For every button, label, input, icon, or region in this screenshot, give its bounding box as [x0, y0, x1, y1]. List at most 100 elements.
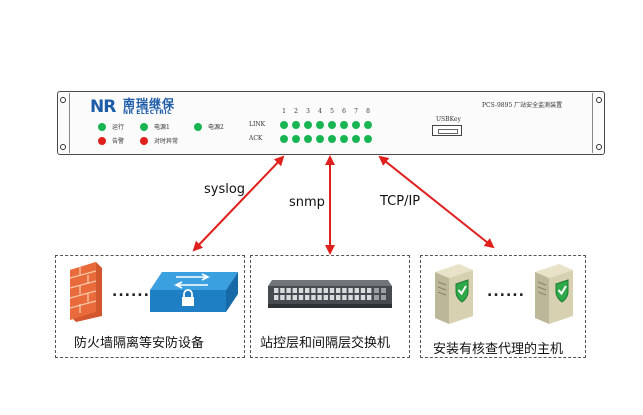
switch-port — [286, 295, 291, 300]
run-led — [98, 122, 106, 131]
port-number: 1 — [282, 108, 286, 115]
mount-hole-tr — [596, 97, 602, 103]
network-switch-icon — [268, 280, 392, 308]
device-model: PCS-9895 厂站安全监测装置 — [482, 102, 563, 109]
ack-led-port-5 — [328, 135, 336, 143]
link-led-port-5 — [328, 121, 336, 129]
switch-uplink-port — [381, 288, 386, 293]
port-number: 3 — [306, 108, 310, 115]
device-separator: ...... — [112, 284, 150, 300]
link-led-port-1 — [280, 121, 288, 129]
ack-led-port-2 — [292, 135, 300, 143]
switch-uplink-port — [381, 295, 386, 300]
brand-logo-en: NR ELECTRIC — [123, 109, 173, 116]
switch-port — [311, 288, 316, 293]
switch-port — [305, 288, 310, 293]
switch-port — [336, 295, 341, 300]
link-row-label: LINK — [249, 121, 266, 128]
indicator-label: 告警 — [112, 138, 125, 145]
switch-port — [348, 288, 353, 293]
tcpip-arrow — [378, 155, 495, 249]
switch-port — [298, 295, 304, 300]
indicator-label: 对时异常 — [154, 138, 179, 145]
security-devices-box: ...... 防火墙隔离等安防设备 — [55, 255, 245, 358]
firewall-icon — [69, 262, 102, 322]
switch-port — [292, 295, 297, 300]
switch-port — [274, 295, 279, 300]
switch-port — [280, 295, 285, 300]
switch-box: 站控层和间隔层交换机 — [250, 255, 410, 358]
switch-port — [367, 295, 372, 300]
brand-logo-cn: 南瑞继保 — [123, 97, 176, 111]
switch-port — [317, 288, 322, 293]
snmp-label: snmp — [289, 195, 325, 210]
syslog-label: syslog — [204, 182, 246, 197]
port-number: 4 — [318, 108, 322, 115]
switch-port — [336, 288, 341, 293]
ack-led-port-1 — [280, 135, 288, 143]
device-front-panel — [69, 93, 593, 153]
brand-logo-mark: NR — [90, 97, 116, 117]
switch-port — [354, 288, 359, 293]
indicator-power1: 电源1 — [140, 122, 170, 131]
hosts-label: 安装有核查代理的主机 — [433, 342, 564, 357]
switch-port — [298, 288, 304, 293]
mount-hole-tl — [60, 97, 66, 103]
switch-label: 站控层和间隔层交换机 — [260, 336, 391, 351]
ack-led-port-6 — [340, 135, 348, 143]
indicator-run: 运行 — [98, 122, 124, 131]
switch-port — [329, 295, 335, 300]
indicator-power2: 电源2 — [194, 122, 224, 131]
indicator-label: 电源2 — [208, 124, 224, 131]
port-number: 2 — [294, 108, 298, 115]
time-sync-led — [140, 136, 148, 145]
hosts-box: ...... 安装有核查代理的主机 — [420, 255, 586, 358]
alarm-led — [98, 136, 106, 145]
switch-port — [342, 288, 347, 293]
indicator-label: 运行 — [112, 124, 125, 131]
switch-port — [292, 288, 297, 293]
host-separator: ...... — [487, 284, 525, 300]
switch-port — [317, 295, 322, 300]
switch-port — [280, 288, 285, 293]
link-led-port-7 — [352, 121, 360, 129]
link-led-port-6 — [340, 121, 348, 129]
link-led-port-2 — [292, 121, 300, 129]
port-number: 6 — [342, 108, 346, 115]
security-switch-icon — [150, 272, 238, 312]
ack-row-label: ACK — [249, 135, 263, 142]
tcpip-label: TCP/IP — [380, 194, 421, 209]
mount-hole-br — [596, 144, 602, 150]
port-number: 7 — [354, 108, 358, 115]
indicator-label: 电源1 — [154, 124, 170, 131]
switch-port — [348, 295, 353, 300]
usbkey-label: USBKey — [436, 116, 461, 123]
server-host-icon — [435, 264, 473, 324]
port-number: 5 — [330, 108, 334, 115]
switch-port — [274, 288, 279, 293]
ack-led-port-4 — [316, 135, 324, 143]
switch-port — [329, 288, 335, 293]
indicator-time-sync: 对时异常 — [140, 136, 178, 145]
switch-port — [360, 288, 366, 293]
port-number: 8 — [366, 108, 370, 115]
security-monitor-device: NR 南瑞继保 NR ELECTRIC PCS-9895 厂站安全监测装置 运行… — [57, 91, 605, 155]
switch-port — [311, 295, 316, 300]
switch-port — [367, 288, 372, 293]
ack-led-port-3 — [304, 135, 312, 143]
switch-port — [360, 295, 366, 300]
switch-uplink-port — [374, 295, 379, 300]
ack-led-port-7 — [352, 135, 360, 143]
security-devices-label: 防火墙隔离等安防设备 — [74, 336, 205, 351]
switch-port — [354, 295, 359, 300]
indicator-alarm: 告警 — [98, 136, 124, 145]
switch-port — [305, 295, 310, 300]
link-led-port-8 — [364, 121, 372, 129]
switch-port — [323, 295, 328, 300]
server-host-icon — [535, 264, 573, 324]
switch-port — [286, 288, 291, 293]
switch-uplink-port — [374, 288, 379, 293]
link-led-port-4 — [316, 121, 324, 129]
power2-led — [194, 122, 202, 131]
